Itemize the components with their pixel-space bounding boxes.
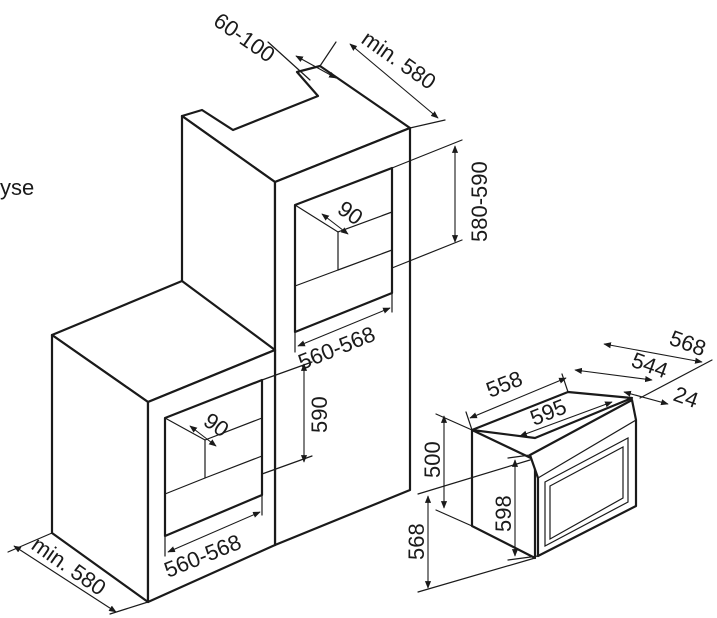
dim-upper-niche-height: 580-590 (467, 161, 492, 242)
base-cabinet (50, 279, 277, 604)
dim-oven-front-height: 598 (491, 495, 516, 532)
dim-oven-body-height: 500 (420, 441, 445, 478)
dim-lower-niche-height: 590 (307, 396, 332, 433)
dim-oven-total-height: 568 (404, 523, 429, 560)
dim-top-gap: 60-100 (209, 8, 279, 68)
dim-oven-door: 24 (670, 381, 702, 413)
side-text: yse (0, 175, 34, 200)
dim-oven-total-depth: 568 (666, 325, 709, 361)
dimension-lines (7, 41, 713, 615)
